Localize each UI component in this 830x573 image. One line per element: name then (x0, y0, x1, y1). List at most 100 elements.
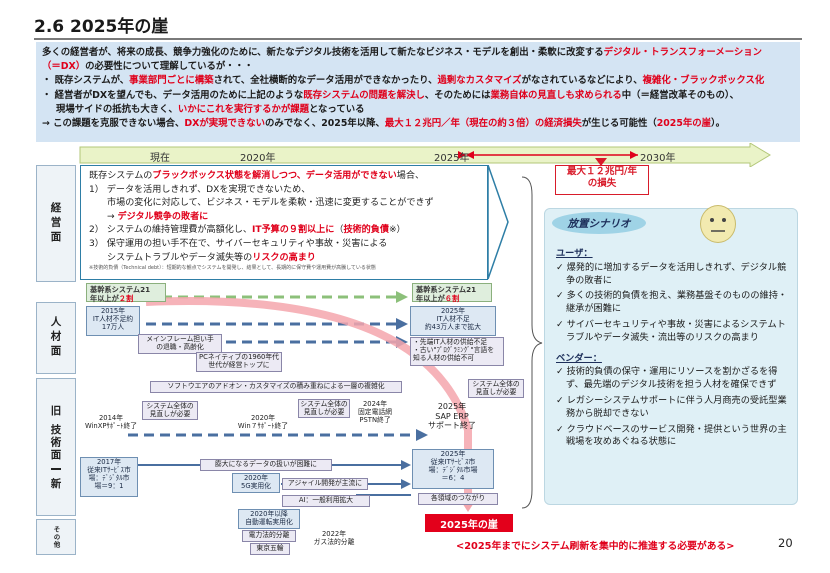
scenario-vendor-header: ベンダー： (556, 352, 602, 364)
loss-amount: 最大１２兆円/年 (567, 166, 637, 177)
tech-2017-l2: 従来ITｻｰﾋﾞｽ市 (87, 466, 131, 474)
svc-l3: 場：ﾃﾞｼﾞﾀﾙ市場 (428, 466, 478, 474)
summary-highlight: 事業部門ごとに構築 (129, 75, 214, 87)
mgmt-highlight: 技術的負債 (343, 225, 389, 236)
summary-line-3: ・ 既存システムが、事業部門ごとに構築されて、全社横断的なデータ活用ができなかっ… (42, 74, 794, 88)
summary-text: 、そのためには (424, 89, 491, 101)
summary-line-1: 多くの経営者が、将来の成長、競争力強化のために、新たなデジタル技術を活用して新た… (42, 46, 794, 60)
summary-line-2: （＝DX）の必要性について理解しているが・・・ (42, 60, 794, 74)
scenario-brace (521, 176, 543, 509)
side-people: 人材面 (36, 302, 76, 374)
side-management-label: 経営面 (49, 201, 62, 246)
summary-text: ・ 経営者がDXを望んでも、データ活用のために上記のような (42, 89, 304, 101)
tech-5g-year: 2020年 (243, 474, 269, 482)
management-box: 既存システムのブラックボックス状態を解消しつつ、データ活用ができない場合、 1）… (80, 165, 488, 280)
sap-end: サポート終了 (428, 421, 476, 430)
title-underline (34, 38, 802, 40)
mgmt-highlight: デジタル競争の敗者に (117, 211, 209, 222)
side-other-label: その他 (52, 525, 60, 549)
mgmt-text: 既存システムの (89, 171, 153, 181)
tech-2024-l3: PSTN終了 (359, 416, 391, 424)
timeline-2020: 2020年 (240, 153, 276, 164)
timeline-2025: 2025年 (434, 153, 470, 164)
tech-software: ソフトウエアのアドオン・カスタマイズの積み重ねによる一層の複雑化 (150, 381, 402, 393)
summary-highlight: 最大１２兆円／年（現在の約３倍）の経済損失 (384, 118, 582, 130)
timeline-now: 現在 (150, 153, 170, 164)
tech-2025-service: 2025年 従来ITｻｰﾋﾞｽ市 場：ﾃﾞｼﾞﾀﾙ市場 ＝6：4 (412, 449, 494, 489)
tech-2024: 2024年 固定電話網 PSTN終了 (350, 400, 400, 424)
summary-line-5: 現場サイドの抵抗も大きく、いかにこれを実行するかが課題となっている (42, 103, 794, 117)
mgmt-line-6: 3） 保守運用の担い手不在で、サイバーセキュリティや事故・災害による (89, 238, 388, 249)
other-autodrive: 2020年以降 自動運転実用化 (238, 509, 300, 529)
core-left-line2: 年以上が２割 (90, 294, 162, 303)
summary-highlight: （＝DX） (42, 61, 86, 73)
tech-2017-year: 2017年 (96, 458, 122, 466)
tech-2017-l4: 場＝9：1 (94, 482, 124, 490)
scenario-user-item: ✓ サイバーセキュリティや事故・災害によるシステムトラブルやデータ滅失・流出等の… (556, 318, 786, 343)
tech-2020: 2020年 Win７ｻﾎﾟｰﾄ終了 (234, 414, 292, 430)
people-2015-year: 2015年 (100, 307, 126, 315)
svc-l4: ＝6：4 (441, 474, 465, 482)
people-2025-l3: 約43万人まで拡大 (424, 323, 482, 331)
summary-highlight: 業務自体の見直しも求められる (490, 89, 622, 101)
side-management: 経営面 (36, 165, 76, 282)
side-tech: 旧 技術面 新 (36, 378, 76, 516)
advanced-l3: 知る人材の供給不可 (413, 354, 475, 362)
core-right-line1: 基幹系システム21 (416, 285, 477, 294)
page-number: 20 (778, 536, 793, 550)
mgmt-highlight: IT予算の９割以上に (252, 225, 335, 236)
summary-text: となっている (308, 103, 365, 115)
tech-sysfull-2: システム全体の 見直しが必要 (298, 399, 350, 418)
scenario-title: 放置シナリオ (552, 212, 646, 234)
other-gas: 2022年 ガス法的分離 (308, 530, 360, 546)
scenario-user-header: ユーザ： (556, 248, 593, 259)
summary-text: 現場サイドの抵抗も大きく、 (56, 103, 178, 115)
mgmt-footnote: ※技術的負債（Technical debt）：短期的な観点でシステムを開発し、結… (89, 265, 376, 272)
people-2025-l2: IT人材不足 (436, 315, 470, 323)
core-system-left: 基幹系システム21 年以上が２割 (86, 283, 166, 303)
summary-text: 中（＝経営改革そのもの）、 (621, 89, 739, 101)
sysfull1-l1: システム全体の (146, 402, 194, 410)
mgmt-highlight: リスクの高まり (252, 252, 316, 263)
summary-line-6: → この課題を克服できない場合、DXが実現できないのみでなく、2025年以降、最… (42, 117, 794, 131)
core-left-line1: 基幹系システム21 (90, 285, 151, 294)
mgmt-text: ※） (388, 225, 406, 236)
people-2015: 2015年 IT人材不足約 17万人 (86, 306, 140, 336)
mgmt-text: システムトラブルやデータ滅失等の (107, 252, 253, 263)
scenario-vendor-item: ✓ 技術的負債の保守・運用にリソースを割かざるを得ず、最先端のデジタル技術を担う… (556, 366, 778, 391)
tech-2014-year: 2014年 (98, 414, 124, 422)
people-2025: 2025年 IT人材不足 約43万人まで拡大 (410, 306, 496, 336)
pcnative-l2: 世代が経営トップに (208, 361, 270, 369)
summary-text: がなされているなどにより、 (521, 75, 643, 87)
summary-text: の必要性について理解しているが・・・ (85, 61, 254, 73)
mgmt-line-1: 既存システムのブラックボックス状態を解消しつつ、データ活用ができない場合、 (89, 170, 479, 184)
summary-highlight: 2025年の崖 (656, 118, 711, 130)
tech-datahandling: 膨大になるデータの扱いが困難に (200, 459, 332, 471)
mgmt-text: （ (334, 225, 344, 236)
summary-highlight: 既存システムの問題を解決し (303, 89, 425, 101)
summary-highlight: いかにこれを実行するかが課題 (177, 103, 309, 115)
summary-text: 多くの経営者が、将来の成長、競争力強化のために、新たなデジタル技術を活用して新た… (42, 47, 604, 58)
side-old-label: 旧 (50, 405, 62, 418)
summary-highlight: 複雑化・ブラックボックス化 (642, 75, 765, 87)
sad-face-svg (710, 218, 726, 232)
mgmt-highlight: ブラックボックス状態を解消しつつ、データ活用ができない (152, 171, 397, 181)
scenario-panel (544, 208, 798, 505)
sad-face-icon (700, 205, 736, 243)
tech-2025-sap: 2025年 SAP ERP サポート終了 (412, 402, 492, 431)
summary-highlight: デジタル・トランスフォーメーション (603, 47, 763, 58)
loss-pointer (595, 158, 607, 166)
core-right-pct: ６割 (444, 294, 460, 303)
sysfull1-l2: 見直しが必要 (149, 410, 191, 418)
autodrive-event: 自動運転実用化 (245, 518, 293, 526)
summary-line-4: ・ 経営者がDXを望んでも、データ活用のために上記のような既存システムの問題を解… (42, 89, 794, 103)
side-tech-label: 技術面 (49, 424, 62, 462)
people-2015-l3: 17万人 (101, 323, 125, 331)
core-system-right: 基幹系システム21 年以上が６割 (412, 283, 492, 303)
sysfull2-l1: システム全体の (300, 400, 348, 408)
tech-ai: AI：一般利用拡大 (282, 495, 370, 507)
tech-2017: 2017年 従来ITｻｰﾋﾞｽ市 場：ﾃﾞｼﾞﾀﾙ市 場＝9：1 (80, 457, 138, 497)
loss-box: 最大１２兆円/年 の損失 (555, 165, 649, 195)
gas-year: 2022年 (321, 530, 347, 538)
autodrive-year: 2020年以降 (250, 510, 288, 518)
